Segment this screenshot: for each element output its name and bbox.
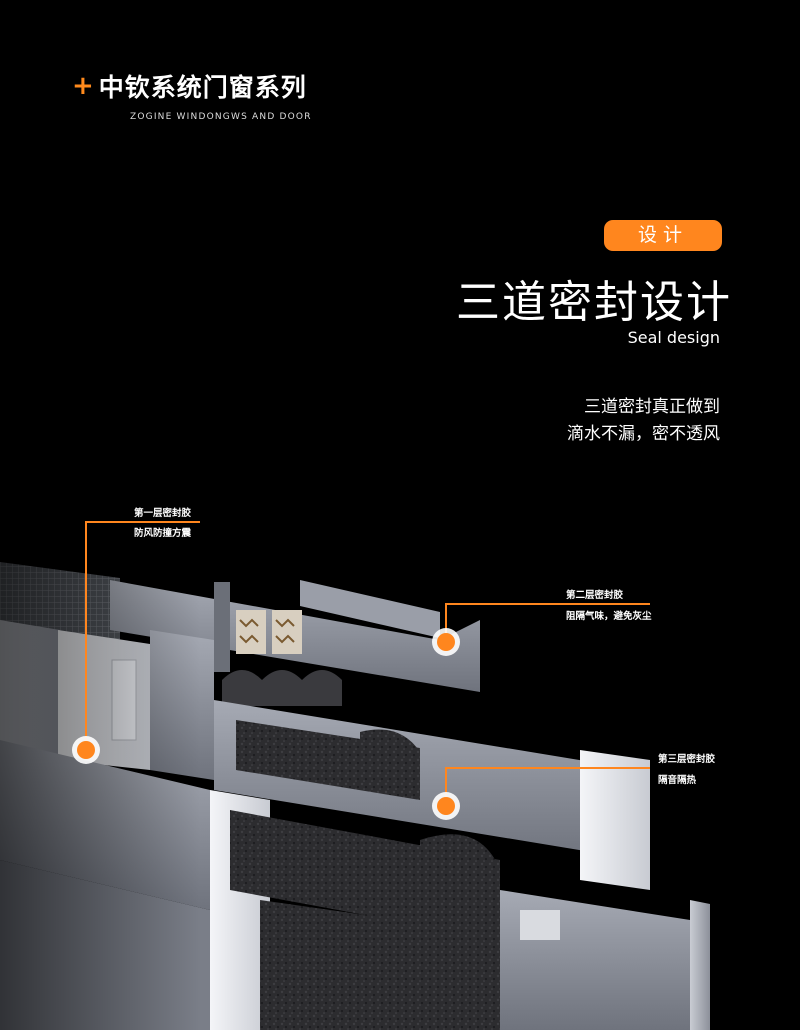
- brand-title: 中钦系统门窗系列: [98, 73, 307, 102]
- plus-icon: +: [72, 71, 95, 101]
- callout-1-title: 第一层密封胶: [134, 508, 192, 519]
- brand-title-row: + 中钦系统门窗系列: [72, 68, 307, 104]
- description-line-2: 滴水不漏，密不透风: [567, 424, 720, 444]
- callout-marker-1: [72, 736, 100, 764]
- headline-english: Seal design: [627, 328, 720, 347]
- headline-title: 三道密封设计: [456, 277, 732, 328]
- brand-header: + 中钦系统门窗系列 ZOGINE WINDONGWS AND DOOR: [72, 68, 310, 122]
- callout-2-desc: 阻隔气味，避免灰尘: [566, 611, 652, 622]
- description-line-1: 三道密封真正做到: [584, 397, 720, 417]
- callout-3-desc: 隔音隔热: [658, 775, 697, 786]
- callout-marker-2: [432, 628, 460, 656]
- design-badge: 设计: [604, 220, 722, 251]
- window-profile-illustration: [0, 470, 800, 1030]
- headline-description: 三道密封真正做到 滴水不漏，密不透风: [567, 394, 720, 448]
- callout-marker-3: [432, 792, 460, 820]
- callout-1-desc: 防风防撞方震: [134, 528, 192, 539]
- brand-subtitle: ZOGINE WINDONGWS AND DOOR: [130, 112, 312, 122]
- callout-2-title: 第二层密封胶: [566, 590, 624, 601]
- callout-3-title: 第三层密封胶: [658, 754, 716, 765]
